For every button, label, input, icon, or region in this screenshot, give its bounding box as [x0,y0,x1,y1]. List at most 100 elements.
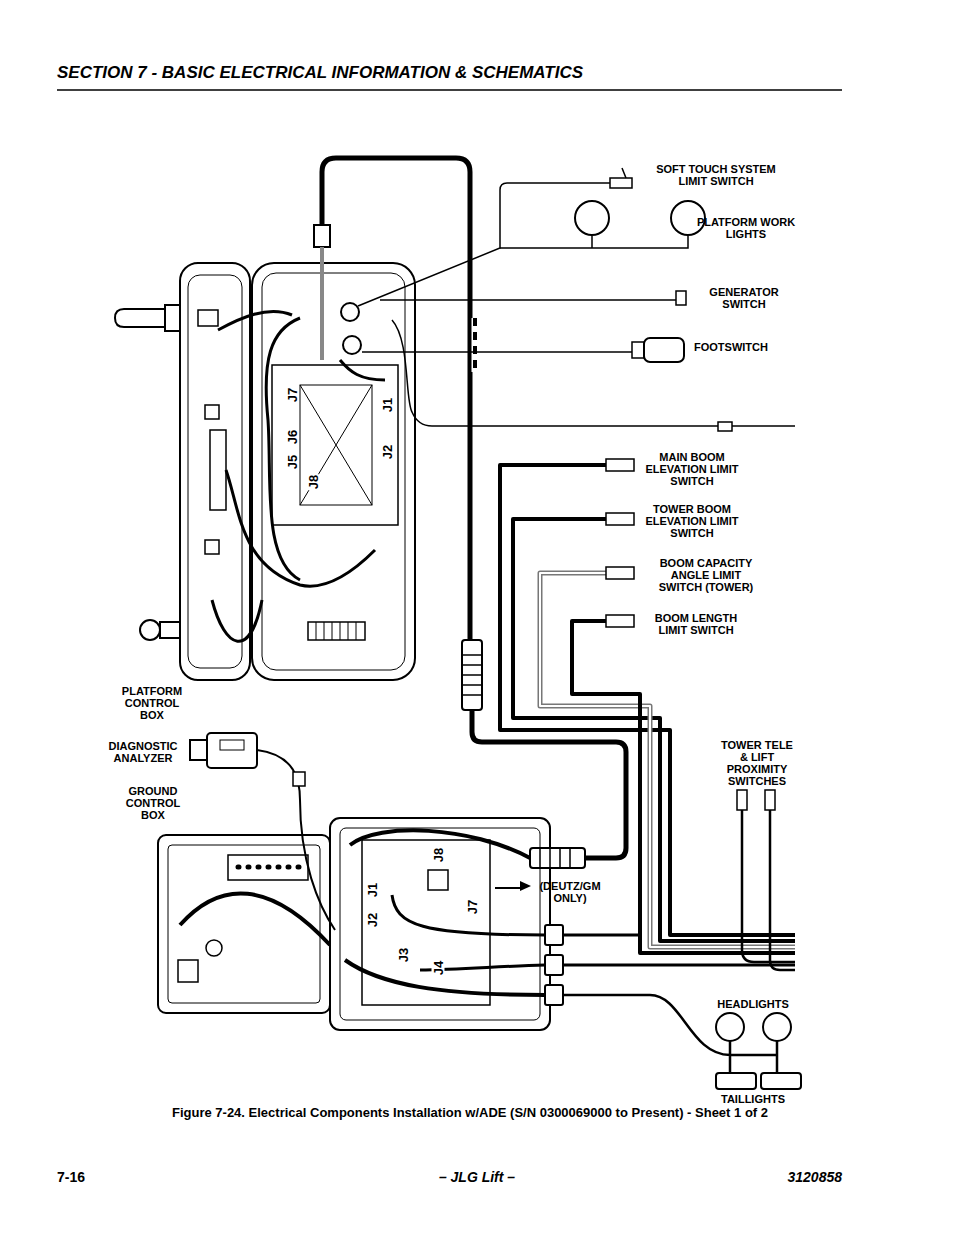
footswitch [644,338,684,362]
internal-wire [345,960,545,995]
lid-switch [206,940,222,956]
joystick-handle [115,309,165,327]
cable-hidden [473,318,477,372]
internal-wire [212,600,262,641]
internal-wire [226,470,375,586]
wire [500,236,688,248]
headlight [763,1013,791,1041]
limit-switch [606,513,634,525]
wire [358,183,610,306]
internal-wire [320,247,324,360]
footer-text: – JLG Lift – [377,1170,577,1185]
connector-label: J1 [381,397,394,413]
ground-bundle [555,935,795,965]
ground-box [330,818,550,1030]
terminals [238,865,299,870]
lid-switch [198,310,218,326]
pointer-arrow [520,881,531,891]
module-plate [300,385,372,505]
internal-wire [180,893,330,945]
header-rule [57,89,842,91]
terminal-strip [228,855,308,880]
cable-gland [545,925,563,945]
connector-label: J6 [286,429,299,445]
switch-cable [572,621,795,953]
internal-wire [340,360,385,380]
limit-switch [606,459,634,471]
lid-switch [178,960,198,982]
switch-lever [622,168,626,178]
wire-connector [718,422,732,431]
component-label: HEADLIGHTS [703,998,803,1010]
component-label: TOWER BOOM ELEVATION LIMIT SWITCH [645,503,740,539]
proximity-wire [742,810,795,970]
platform-box [252,263,415,680]
connector-label: J8 [432,847,445,863]
internal-wire [266,318,300,580]
module-brace [300,385,372,505]
component-label: GROUND CONTROL BOX [117,785,189,821]
lid-switch [205,540,219,554]
work-light [575,201,609,235]
cable-connector [530,848,585,868]
relay [428,870,448,890]
lid-switch-bank [210,430,226,510]
cable-break [472,318,479,372]
control-module [362,840,490,1005]
component-label: TOWER TELE & LIFT PROXIMITY SWITCHES [719,739,795,787]
wire [362,351,632,353]
connector-label: J7 [286,387,299,403]
wire-connector [293,772,305,786]
figure-caption: Figure 7-24. Electrical Components Insta… [70,1106,870,1120]
proximity-switch [765,790,775,810]
connector-ribs [462,655,482,695]
component-label: TAILLIGHTS [703,1093,803,1105]
cable-gland [343,336,361,354]
proximity-switch [737,790,747,810]
internal-wire [392,895,545,935]
terminal-strip [308,622,365,640]
taillight [761,1073,801,1089]
cable-connector [314,225,330,247]
control-module [272,365,398,525]
cable-connector [462,640,482,710]
joystick-base [165,305,180,331]
document-number: 3120858 [787,1170,842,1185]
emergency-stop-base [160,622,180,638]
component-label: DIAGNOSTIC ANALYZER [103,740,183,764]
switch-cable [513,519,795,941]
connector-label: J4 [432,960,445,976]
component-label: PLATFORM WORK LIGHTS [696,216,796,240]
connector-label: J7 [466,899,479,915]
internal-wire [218,311,292,330]
component-label: FOOTSWITCH [681,341,781,353]
analyzer-plug [190,740,207,760]
component-label: GENERATOR SWITCH [699,286,789,310]
limit-switch [606,567,634,579]
cable-gland [341,303,359,321]
page-number: 7-16 [57,1170,85,1185]
component-label: MAIN BOOM ELEVATION LIMIT SWITCH [645,451,740,487]
connector-label: J2 [381,444,394,460]
taillight [716,1073,756,1089]
connector-label: J5 [286,454,299,470]
platform-box-lid [180,263,250,680]
limit-switch [610,178,632,188]
analyzer-display [220,740,244,750]
wire [392,320,795,426]
component-label: BOOM CAPACITY ANGLE LIMIT SWITCH (TOWER) [651,557,761,593]
ground-box-lid [158,835,330,1013]
wire [380,299,676,301]
component-label: BOOM LENGTH LIMIT SWITCH [646,612,746,636]
headlight [716,1013,744,1041]
lid-inner [168,845,320,1003]
connector-label: J3 [397,947,410,963]
terminal-divisions [316,622,356,640]
generator-switch [676,291,686,305]
diagnostic-analyzer [207,733,257,768]
connector-label: J2 [366,912,379,928]
cable-gland [545,955,563,975]
analyzer-cable [257,750,335,930]
